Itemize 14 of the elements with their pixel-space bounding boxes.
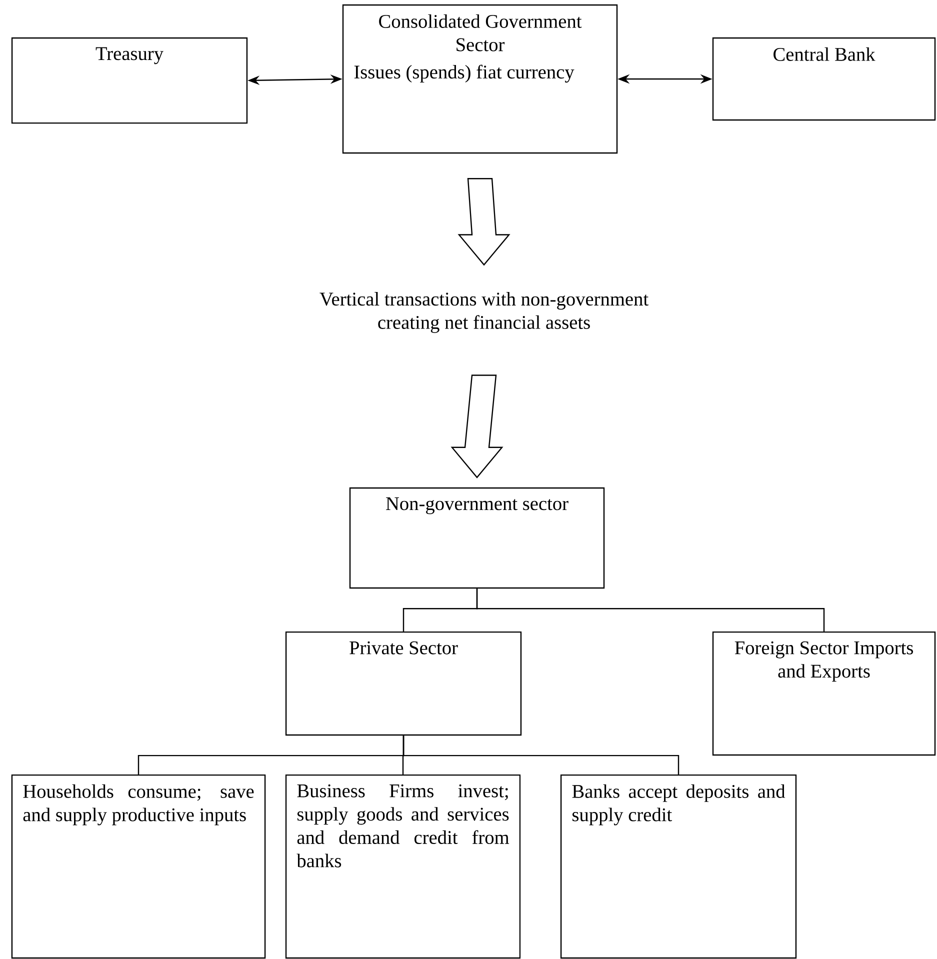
process-box: Banks accept deposits and supply credit	[560, 774, 797, 959]
block-arrow	[450, 374, 504, 478]
text-label: Vertical transactions with non-government creating net financial assets	[320, 292, 648, 333]
process-box: Non-government sector	[349, 487, 605, 589]
process-box: Consolidated Government Sector Issues (spends) fiat currency	[342, 4, 618, 154]
connector-line	[402, 736, 680, 774]
connector-line	[476, 588, 825, 632]
block-arrow	[458, 178, 510, 266]
process-box: Central Bank	[712, 37, 936, 121]
process-box: Households consume; save and supply productive inputs	[11, 774, 266, 959]
process-box: Treasury	[11, 37, 248, 124]
process-box: Foreign Sector Imports and Exports	[712, 631, 936, 756]
process-box: Private Sector	[285, 631, 522, 736]
process-box: Business Firms invest; supply goods and services and demand credit from banks	[285, 774, 521, 959]
